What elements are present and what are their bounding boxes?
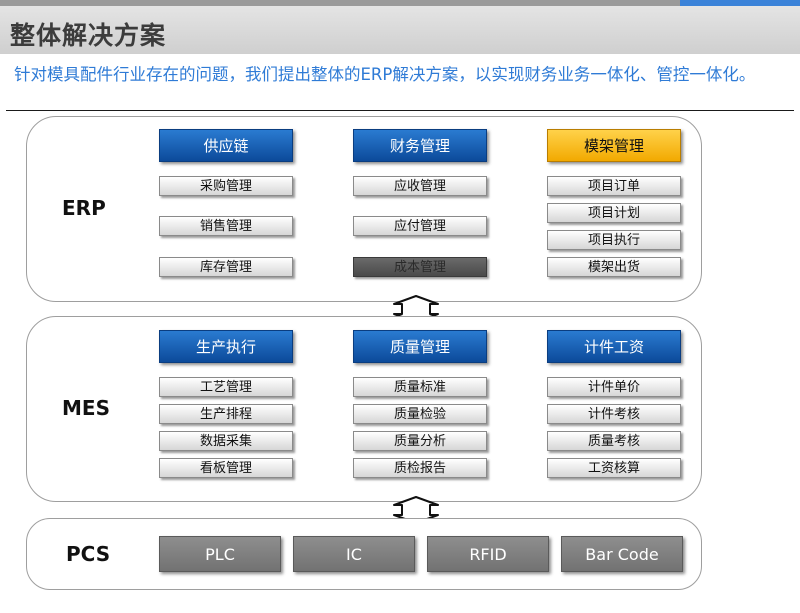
mes-item-quality-inspection: 质量检验 (353, 404, 487, 424)
bidirectional-arrow-icon (393, 496, 439, 524)
erp-header-mold-frame: 模架管理 (547, 129, 681, 162)
mes-item-quality-assessment: 质量考核 (547, 431, 681, 451)
erp-item-project-order: 项目订单 (547, 176, 681, 196)
mes-item-quality-standard: 质量标准 (353, 377, 487, 397)
erp-item-cost: 成本管理 (353, 257, 487, 277)
mes-item-kanban: 看板管理 (159, 458, 293, 478)
title-bar: 整体解决方案 (0, 6, 800, 54)
bidirectional-arrow-icon (393, 295, 439, 323)
erp-item-receivable: 应收管理 (353, 176, 487, 196)
erp-item-sales: 销售管理 (159, 216, 293, 236)
top-accent-highlight (680, 0, 800, 6)
mes-header-production: 生产执行 (159, 330, 293, 363)
mes-item-process: 工艺管理 (159, 377, 293, 397)
mes-item-scheduling: 生产排程 (159, 404, 293, 424)
erp-item-purchase: 采购管理 (159, 176, 293, 196)
pcs-item-ic: IC (293, 536, 415, 572)
erp-item-project-plan: 项目计划 (547, 203, 681, 223)
divider (6, 110, 794, 111)
mes-header-quality: 质量管理 (353, 330, 487, 363)
erp-item-project-execution: 项目执行 (547, 230, 681, 250)
erp-item-payable: 应付管理 (353, 216, 487, 236)
top-accent-bar (0, 0, 800, 6)
page-title: 整体解决方案 (10, 21, 167, 50)
pcs-item-rfid: RFID (427, 536, 549, 572)
erp-item-inventory: 库存管理 (159, 257, 293, 277)
pcs-label: PCS (66, 542, 111, 566)
mes-item-wage-accounting: 工资核算 (547, 458, 681, 478)
mes-label: MES (62, 396, 110, 420)
mes-item-piece-price: 计件单价 (547, 377, 681, 397)
pcs-item-plc: PLC (159, 536, 281, 572)
mes-item-data-collection: 数据采集 (159, 431, 293, 451)
erp-header-finance: 财务管理 (353, 129, 487, 162)
mes-header-piece-wage: 计件工资 (547, 330, 681, 363)
erp-header-supply-chain: 供应链 (159, 129, 293, 162)
erp-item-mold-shipment: 模架出货 (547, 257, 681, 277)
intro-text: 针对模具配件行业存在的问题，我们提出整体的ERP解决方案，以实现财务业务一体化、… (14, 65, 756, 84)
mes-item-piece-assessment: 计件考核 (547, 404, 681, 424)
erp-label: ERP (62, 196, 106, 220)
mes-item-inspection-report: 质检报告 (353, 458, 487, 478)
mes-item-quality-analysis: 质量分析 (353, 431, 487, 451)
pcs-item-barcode: Bar Code (561, 536, 683, 572)
